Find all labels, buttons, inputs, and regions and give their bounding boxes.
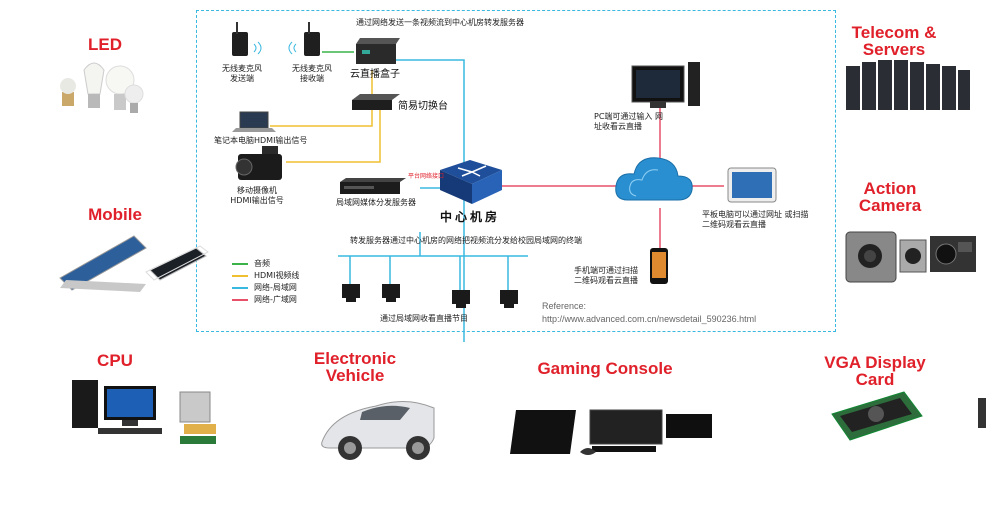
mic-receive-label: 无线麦克风接收端 xyxy=(292,64,332,83)
top-caption: 通过网络发送一条视频流到中心机房转发服务器 xyxy=(356,18,524,27)
mic-send-label: 无线麦克风发送端 xyxy=(222,64,262,83)
legend-label: 网络-局域网 xyxy=(254,283,297,292)
led-bulbs-image xyxy=(60,62,144,113)
tablet-label: 平板电脑可以通过网址 或扫描二维码观看云直播 xyxy=(702,210,809,229)
forward-caption: 转发服务器通过中心机房的网络把视频流分发给校园局域网的终端 xyxy=(350,236,582,245)
center-room-label: 中心机房 xyxy=(440,210,501,224)
vga-card-image xyxy=(831,391,986,441)
desktop-computer-image xyxy=(72,380,216,444)
internet-cloud-icon xyxy=(615,157,693,201)
legend-swatch xyxy=(232,262,248,265)
pc-icon xyxy=(631,62,700,108)
pc-label: PC端可通过输入 网址收看云直播 xyxy=(594,112,663,131)
core-switch-icon xyxy=(440,160,502,204)
cloud-box-label: 云直播盒子 xyxy=(350,69,400,80)
legend-label: 音频 xyxy=(254,259,270,268)
category-action-camera: Action Camera xyxy=(858,179,922,215)
mobile-devices-image xyxy=(59,235,209,292)
legend-swatch xyxy=(232,286,248,289)
gaming-consoles-image xyxy=(510,409,712,455)
server-racks-image xyxy=(846,60,970,110)
car-image xyxy=(321,401,435,460)
category-electronic-vehicle: Electronic Vehicle xyxy=(313,349,397,385)
category-led: LED xyxy=(88,35,122,54)
legend-lan: 网络-局域网 xyxy=(232,282,342,294)
hdmi-lines xyxy=(270,70,381,163)
reference-label: Reference: xyxy=(542,301,587,311)
category-vga-display-card: VGA Display Card xyxy=(824,353,926,389)
media-server-label: 局域网媒体分发服务器 xyxy=(336,198,416,207)
legend-swatch xyxy=(232,274,248,277)
switcher-label: 简易切换台 xyxy=(398,101,448,112)
laptop-icon xyxy=(232,111,276,132)
category-cpu: CPU xyxy=(97,351,133,370)
legend-wan: 网络-广域网 xyxy=(232,294,342,306)
phone-icon xyxy=(650,248,668,284)
mic-transmitter-icon xyxy=(232,22,262,56)
platform-port-label: 平台网络接口 xyxy=(408,173,445,180)
legend-audio: 音频 xyxy=(232,258,342,270)
laptop-label: 笔记本电脑HDMI输出信号 xyxy=(214,136,308,145)
lan-terminal-icons xyxy=(342,284,518,308)
reference-url: http://www.advanced.com.cn/newsdetail_59… xyxy=(542,314,757,324)
legend-hdmi: HDMI视频线 xyxy=(232,270,342,282)
category-gaming-console: Gaming Console xyxy=(537,359,673,378)
camcorder-label: 移动摄像机 HDMI输出信号 xyxy=(230,186,284,205)
category-telecom-servers: Telecom & Servers xyxy=(851,23,937,59)
camcorder-icon xyxy=(235,146,282,180)
mic-receiver-icon xyxy=(288,22,320,56)
action-cameras-image xyxy=(845,231,976,283)
diagram-frame xyxy=(196,10,836,332)
tablet-icon xyxy=(727,167,777,203)
media-server-icon xyxy=(340,178,406,194)
legend-swatch xyxy=(232,298,248,301)
legend-label: 网络-广域网 xyxy=(254,295,297,304)
phone-label: 手机端可通过扫描 二维码观看云直播 xyxy=(574,266,638,285)
legend-label: HDMI视频线 xyxy=(254,271,300,280)
switcher-icon xyxy=(352,94,400,110)
lan-lines xyxy=(338,59,528,342)
category-mobile: Mobile xyxy=(88,205,142,224)
lan-watch-label: 通过局域网收看直播节目 xyxy=(380,314,468,323)
cloud-box-icon xyxy=(356,38,400,64)
